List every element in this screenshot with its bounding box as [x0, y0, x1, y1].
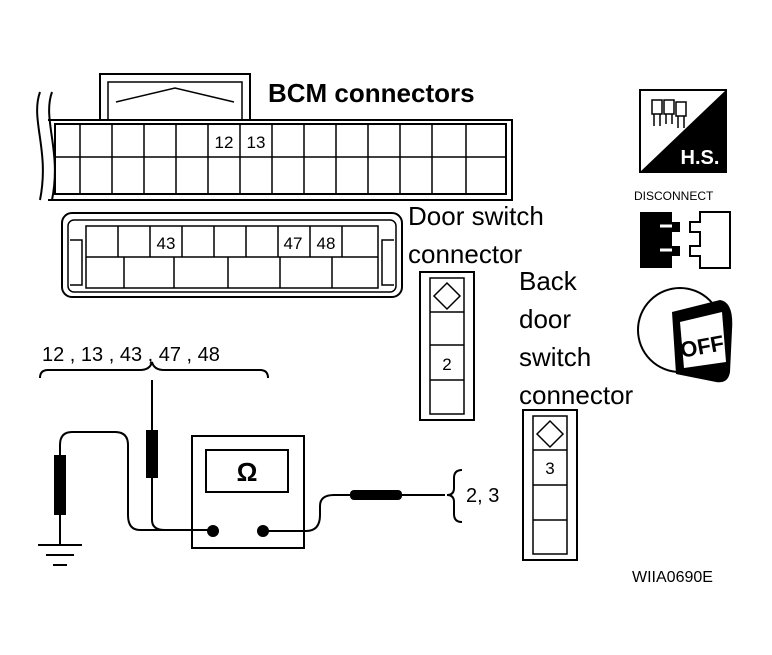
back-door-switch-key-diamond — [535, 419, 565, 449]
door-switch-connector: 2 — [419, 271, 475, 421]
figure-code: WIIA0690E — [632, 569, 713, 586]
back-door-switch-connector: 3 — [522, 409, 578, 561]
bcm-pin-13-label: 13 — [247, 133, 266, 152]
switch-side-probe — [263, 490, 445, 532]
bcm-terminal-brace — [39, 361, 269, 379]
harness-side-icon: H.S. — [639, 89, 727, 173]
bcm-pin-43-label: 43 — [157, 234, 176, 253]
ignition-off-icon: OFF — [637, 287, 733, 383]
bcm-upper-connector: 12 13 — [36, 73, 513, 201]
disconnect-label: DISCONNECT — [634, 189, 714, 203]
ground-probe — [38, 431, 213, 566]
back-door-switch-title-line3: switch — [519, 342, 591, 372]
back-door-switch-title-line2: door — [519, 304, 571, 334]
bcm-pin-12-label: 12 — [215, 133, 234, 152]
harness-side-label: H.S. — [681, 147, 720, 169]
bcm-lower-connector: 43 47 48 — [61, 212, 403, 298]
door-switch-pin-label: 2 — [442, 355, 451, 374]
bcm-connectors-title: BCM connectors — [268, 78, 475, 108]
switch-terminal-brace — [446, 469, 463, 523]
back-door-switch-title-line4: connector — [519, 380, 634, 410]
door-switch-title-line1: Door switch — [408, 201, 544, 231]
disconnect-icon — [640, 211, 731, 269]
bcm-terminal-list: 12 , 13 , 43 , 47 , 48 — [42, 344, 220, 366]
bcm-pin-48-label: 48 — [317, 234, 336, 253]
back-door-switch-pin-label: 3 — [545, 459, 554, 478]
back-door-switch-title-line1: Back — [519, 266, 578, 296]
ground-symbol — [38, 544, 82, 566]
bcm-side-probe — [146, 380, 213, 531]
ohm-symbol: Ω — [237, 457, 258, 487]
door-switch-title-line2: connector — [408, 239, 523, 269]
door-switch-key-diamond — [432, 281, 462, 311]
switch-terminal-list: 2, 3 — [466, 485, 499, 507]
bcm-pin-47-label: 47 — [284, 234, 303, 253]
